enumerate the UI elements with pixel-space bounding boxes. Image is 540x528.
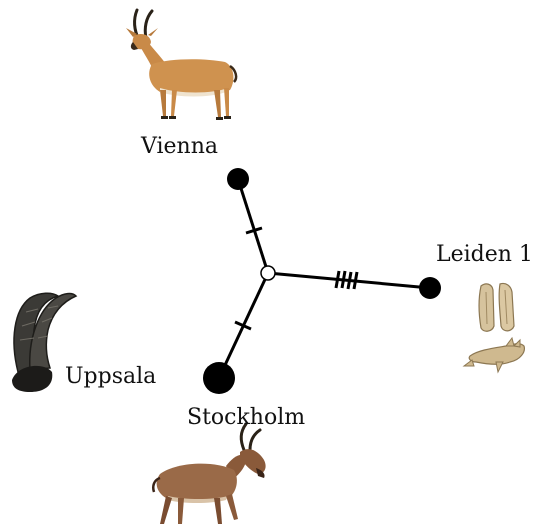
- node-median: [261, 266, 275, 280]
- node-stockholm: [203, 362, 235, 394]
- label-leiden: Leiden 1: [436, 242, 533, 267]
- antelope-illustration: [153, 424, 265, 524]
- gazelle-illustration: [126, 10, 236, 120]
- mutation-tick-leiden-3: [348, 272, 351, 289]
- edge-vienna: [238, 179, 268, 273]
- node-vienna: [227, 168, 249, 190]
- node-leiden: [419, 277, 441, 299]
- network-edges: [219, 179, 430, 378]
- mutation-tick-leiden-2: [342, 271, 345, 288]
- label-uppsala: Uppsala: [65, 364, 156, 389]
- label-vienna: Vienna: [141, 134, 218, 159]
- label-stockholm: Stockholm: [187, 405, 305, 430]
- mutation-tick-leiden-1: [336, 271, 339, 288]
- bone-fragments-illustration: [464, 283, 524, 372]
- mutation-marks: [235, 228, 357, 329]
- mutation-tick-leiden-4: [354, 272, 357, 289]
